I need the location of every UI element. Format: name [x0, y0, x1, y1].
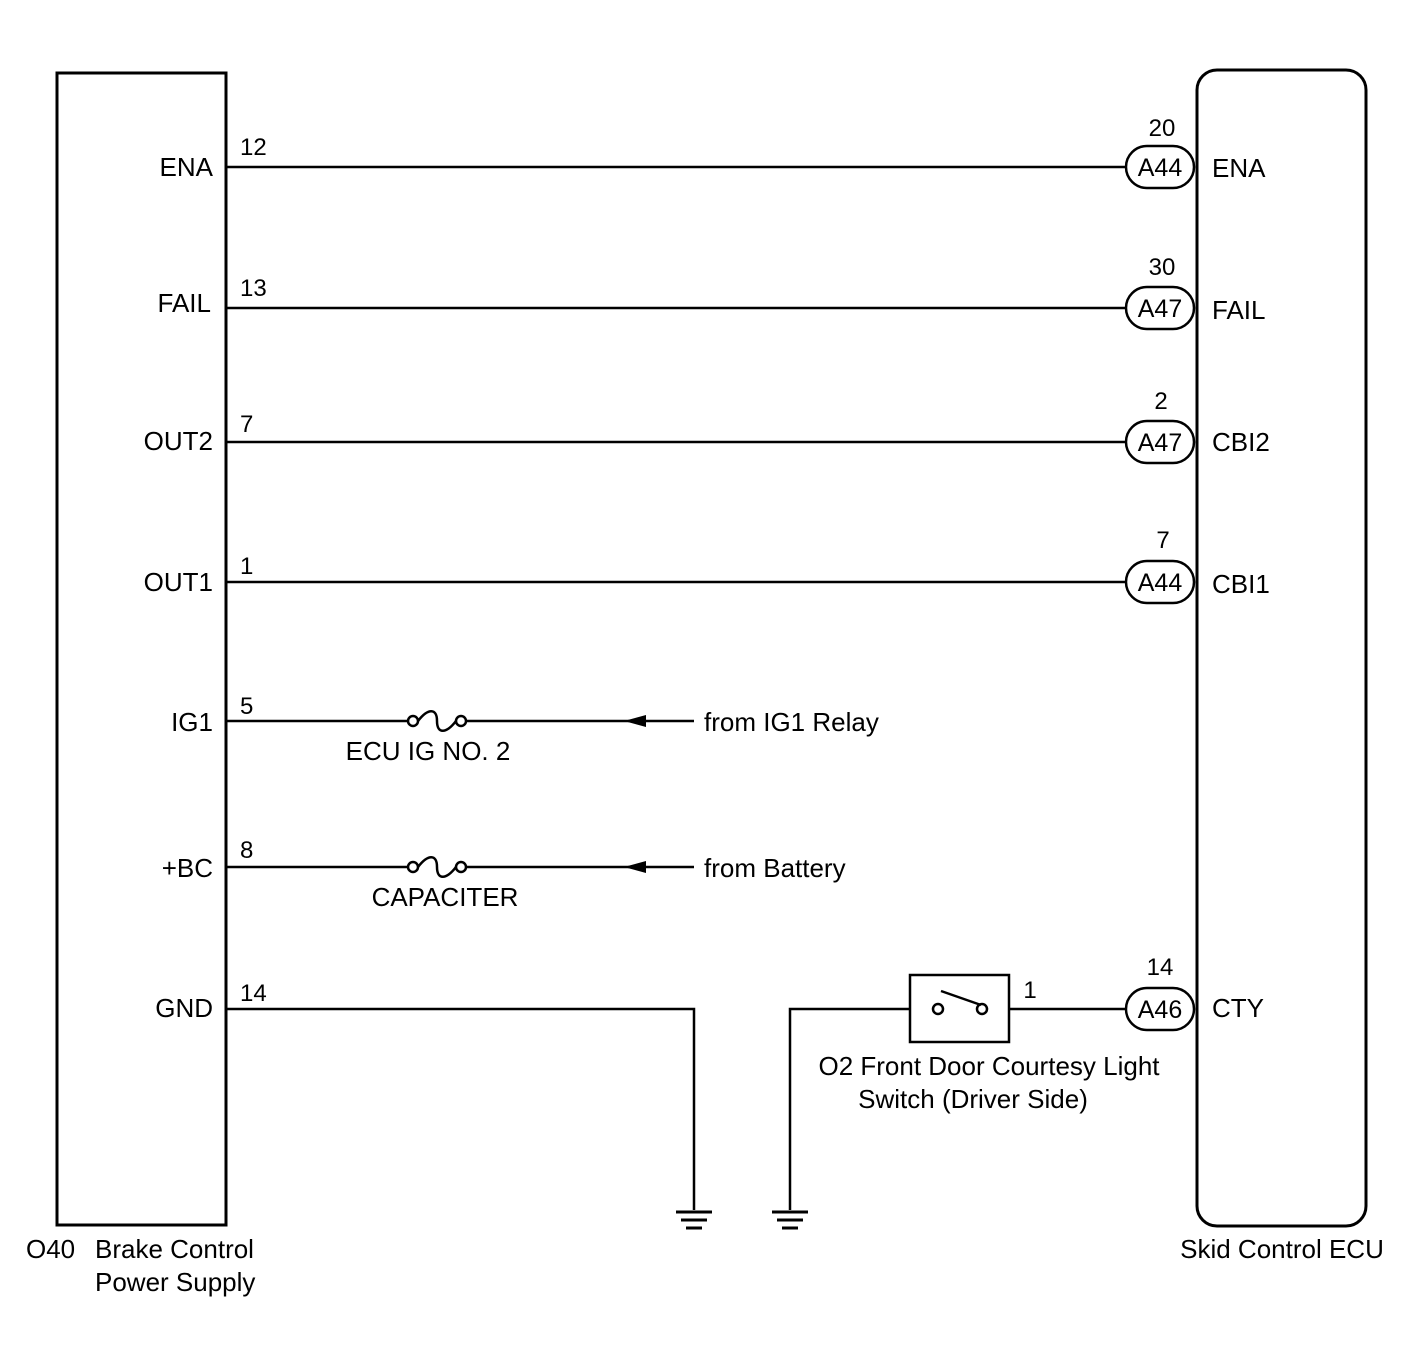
left-pin-label-bc: +BC — [162, 853, 213, 883]
right-pin-number-fail: 30 — [1149, 254, 1176, 281]
fuse-icon — [406, 856, 468, 878]
right-pin-number-cbi1: 7 — [1156, 527, 1169, 554]
source-label-ig1: from IG1 Relay — [704, 707, 879, 737]
switch-icon — [908, 973, 1011, 1044]
left-pin-label-fail: FAIL — [158, 288, 211, 318]
switch-pin-number: 1 — [1023, 977, 1036, 1004]
brake-control-power-supply-box — [55, 71, 228, 1227]
connector-a44-cbi1 — [1124, 559, 1196, 605]
wire-out1-cbi1: OUT1 1 A44 7 CBI1 — [144, 527, 1270, 605]
left-pin-number-bc: 8 — [240, 837, 253, 864]
connector-a47-fail — [1124, 285, 1196, 331]
left-component-name-line1: Brake Control — [95, 1234, 254, 1264]
right-pin-label-cbi1: CBI1 — [1212, 569, 1270, 599]
left-pin-number-gnd: 14 — [240, 980, 267, 1007]
ground-icon — [772, 1210, 808, 1230]
wire-fail: FAIL 13 A47 30 FAIL — [158, 254, 1265, 331]
fuse-icon — [406, 710, 468, 732]
arrow-left-icon — [624, 715, 646, 727]
right-pin-number-cty: 14 — [1147, 954, 1174, 981]
switch-name-line2: Switch (Driver Side) — [858, 1084, 1088, 1114]
connector-code-cty: A46 — [1138, 996, 1182, 1024]
arrow-left-icon — [624, 861, 646, 873]
right-pin-label-cty: CTY — [1212, 993, 1264, 1023]
connector-code-fail: A47 — [1138, 295, 1182, 323]
right-pin-number-cbi2: 2 — [1154, 388, 1167, 415]
left-component-code: O40 — [26, 1234, 75, 1264]
connector-a47-cbi2 — [1124, 419, 1196, 465]
connector-a44-ena — [1124, 144, 1196, 190]
left-pin-label-ena: ENA — [160, 152, 214, 182]
wire-bc: +BC 8 CAPACITER from Battery — [162, 837, 846, 912]
left-pin-label-gnd: GND — [155, 993, 213, 1023]
left-pin-label-out2: OUT2 — [144, 426, 213, 456]
switch-name-line1: O2 Front Door Courtesy Light — [818, 1051, 1160, 1081]
right-component-name: Skid Control ECU — [1180, 1234, 1384, 1264]
left-pin-number-ena: 12 — [240, 134, 267, 161]
connector-code-cbi1: A44 — [1138, 569, 1183, 597]
left-pin-number-ig1: 5 — [240, 693, 253, 720]
left-pin-label-ig1: IG1 — [171, 707, 213, 737]
fuse-label-ig1: ECU IG NO. 2 — [346, 736, 511, 766]
left-pin-number-out2: 7 — [240, 411, 253, 438]
left-pin-label-out1: OUT1 — [144, 567, 213, 597]
fuse-label-bc: CAPACITER — [372, 882, 519, 912]
wire-out2-cbi2: OUT2 7 A47 2 CBI2 — [144, 388, 1270, 465]
connector-code-ena: A44 — [1138, 154, 1183, 182]
ground-icon — [676, 1210, 712, 1230]
wire-ig1: IG1 5 ECU IG NO. 2 from IG1 Relay — [171, 693, 879, 766]
source-label-bc: from Battery — [704, 853, 846, 883]
left-pin-number-fail: 13 — [240, 275, 267, 302]
right-pin-label-cbi2: CBI2 — [1212, 427, 1270, 457]
right-pin-label-ena: ENA — [1212, 153, 1266, 183]
right-pin-label-fail: FAIL — [1212, 295, 1265, 325]
skid-control-ecu-box — [1195, 68, 1368, 1228]
left-component-name-line2: Power Supply — [95, 1267, 255, 1297]
wire-ena: ENA 12 A44 20 ENA — [160, 115, 1266, 190]
wire-gnd: GND 14 — [155, 980, 712, 1230]
connector-code-cbi2: A47 — [1138, 429, 1182, 457]
connector-a46-cty — [1124, 986, 1196, 1032]
wire-cty: 1 A46 14 CTY O2 Front Door Courtesy Ligh… — [772, 954, 1264, 1230]
right-pin-number-ena: 20 — [1149, 115, 1176, 142]
left-pin-number-out1: 1 — [240, 553, 253, 580]
